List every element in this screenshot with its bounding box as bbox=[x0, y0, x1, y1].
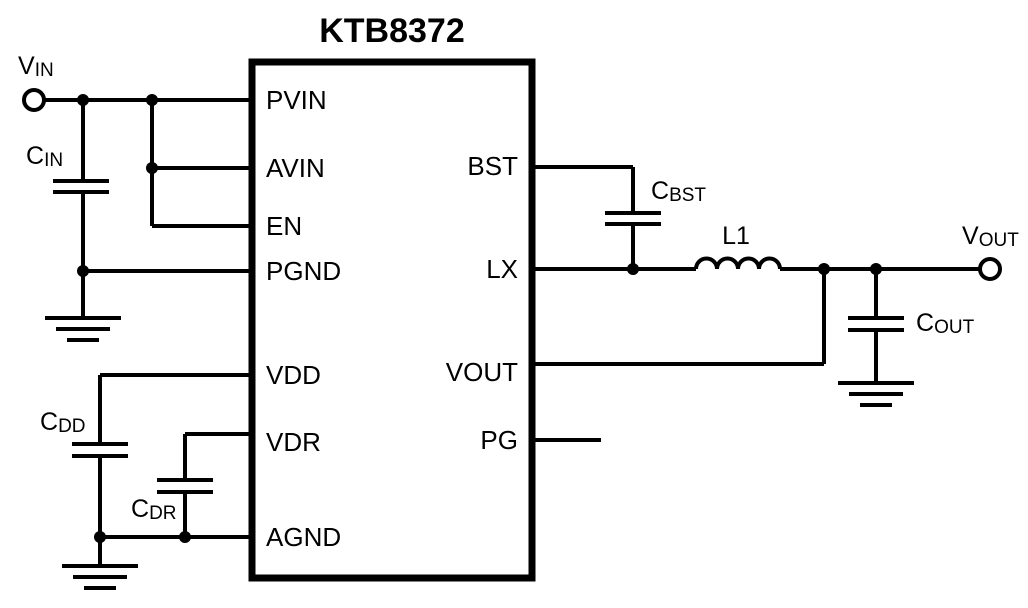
junction-dot bbox=[94, 531, 106, 543]
pin-vdr: VDR bbox=[266, 427, 321, 457]
inductor-l1 bbox=[694, 256, 782, 270]
bias-wiring bbox=[72, 373, 252, 566]
vout-terminal bbox=[978, 257, 1002, 281]
l1-label: L1 bbox=[722, 222, 750, 250]
junction-dot bbox=[146, 94, 158, 106]
cbst-label: CBST bbox=[651, 177, 706, 206]
pin-pg: PG bbox=[480, 425, 518, 455]
vout-label: VOUT bbox=[962, 222, 1019, 251]
cin-label: CIN bbox=[26, 142, 63, 171]
ic-body bbox=[248, 58, 536, 582]
junction-dot bbox=[818, 263, 830, 275]
junction-dot bbox=[77, 94, 89, 106]
pin-pgnd: PGND bbox=[266, 256, 341, 286]
ground-symbol bbox=[45, 316, 121, 342]
pin-agnd: AGND bbox=[266, 522, 341, 552]
pin-lx: LX bbox=[486, 254, 518, 284]
pin-vout: VOUT bbox=[446, 357, 518, 387]
vin-label: VIN bbox=[18, 52, 54, 81]
ground-symbol bbox=[62, 564, 138, 590]
chip-title: KTB8372 bbox=[319, 12, 465, 50]
input-wiring bbox=[44, 98, 252, 318]
ground-symbol bbox=[838, 381, 914, 407]
cout-label: COUT bbox=[916, 309, 975, 338]
pin-pvin: PVIN bbox=[266, 85, 327, 115]
vin-terminal bbox=[22, 88, 46, 112]
junction-dot bbox=[870, 263, 882, 275]
pin-vdd: VDD bbox=[266, 360, 321, 390]
junction-dot bbox=[146, 162, 158, 174]
pin-avin: AVIN bbox=[266, 153, 325, 183]
output-wiring bbox=[532, 165, 980, 442]
junction-dot bbox=[77, 265, 89, 277]
cdd-label: CDD bbox=[40, 408, 86, 437]
cdr-label: CDR bbox=[131, 495, 177, 524]
junction-dot bbox=[627, 263, 639, 275]
pin-bst: BST bbox=[467, 151, 518, 181]
junction-dot bbox=[179, 531, 191, 543]
pin-en: EN bbox=[266, 211, 302, 241]
